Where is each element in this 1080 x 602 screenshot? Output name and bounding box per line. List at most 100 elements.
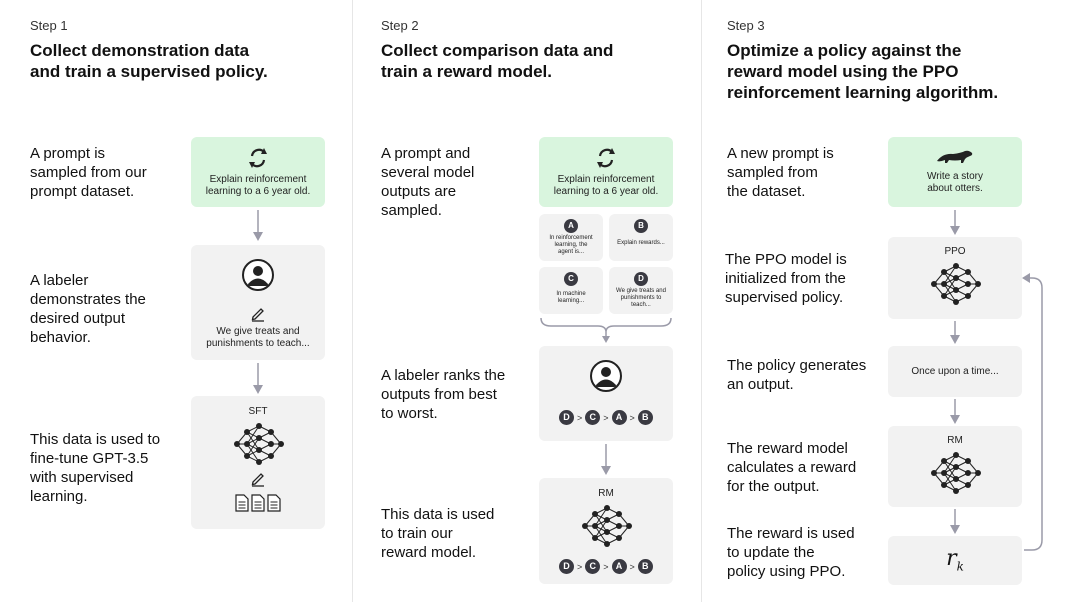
neural-net-icon bbox=[930, 451, 982, 495]
rank-separator: > bbox=[603, 561, 609, 572]
desc-line: several model bbox=[381, 164, 475, 181]
otter-icon bbox=[937, 150, 973, 163]
step1-prompt-box: Explain reinforcement learning to a 6 ye… bbox=[191, 137, 325, 207]
step3-desc-reward: The reward model calculates a reward for… bbox=[727, 439, 856, 496]
ranking-row: D > C > A > B bbox=[559, 559, 653, 574]
desc-line: sampled from bbox=[727, 164, 818, 181]
arrow-down bbox=[950, 399, 960, 424]
desc-line: with supervised bbox=[30, 469, 134, 486]
desc-line: outputs from best bbox=[381, 386, 497, 403]
desc-line: demonstrates the bbox=[30, 291, 146, 308]
prompt-text: Explain reinforcement learning to a 6 ye… bbox=[191, 174, 325, 198]
output-line: punishments to bbox=[620, 295, 662, 301]
prompt-line: Write a story bbox=[927, 171, 983, 182]
desc-line: The reward is used bbox=[727, 525, 855, 542]
user-avatar-icon bbox=[242, 259, 274, 291]
arrow-down bbox=[601, 444, 611, 475]
step1-sft-box: SFT bbox=[191, 396, 325, 529]
desc-line: A labeler ranks the bbox=[381, 367, 506, 384]
desc-line: desired output bbox=[30, 310, 126, 327]
desc-line: calculates a reward bbox=[727, 459, 857, 476]
step3-column: Step 3 Optimize a policy against the rew… bbox=[701, 0, 1080, 602]
prompt-line: Explain reinforcement bbox=[557, 174, 655, 185]
step1-desc-labeler: A labeler demonstrates the desired outpu… bbox=[30, 271, 146, 347]
step3-output-box: Once upon a time... bbox=[888, 346, 1022, 397]
rank-badge: B bbox=[637, 559, 653, 574]
output-card-d: D We give treats and punishments to teac… bbox=[609, 267, 673, 314]
model-label-rm: RM bbox=[947, 435, 963, 446]
step2-desc-train: This data is used to train our reward mo… bbox=[381, 505, 494, 562]
prompt-line: about otters. bbox=[927, 183, 983, 194]
output-text: We give treats and punishments to teach.… bbox=[611, 288, 671, 309]
arrow-down bbox=[253, 210, 263, 241]
reward-subscript: k bbox=[956, 559, 964, 574]
step3-desc-update: The reward is used to update the policy … bbox=[727, 524, 855, 581]
rank-separator: > bbox=[629, 412, 635, 423]
rank-badge: C bbox=[585, 559, 601, 574]
rank-badge: A bbox=[611, 410, 627, 425]
model-label-sft: SFT bbox=[248, 406, 268, 417]
desc-line: learning. bbox=[30, 488, 88, 505]
step3-desc-prompt: A new prompt is sampled from the dataset… bbox=[727, 144, 834, 201]
step3-reward-box: rk bbox=[888, 536, 1022, 585]
output-badge: A bbox=[564, 219, 578, 233]
desc-line: This data is used to bbox=[30, 431, 161, 448]
step2-title-line: train a reward model. bbox=[381, 62, 552, 81]
step3-prompt-box: Write a story about otters. bbox=[888, 137, 1022, 207]
output-text: In reinforcement learning, the agent is.… bbox=[541, 235, 601, 256]
column-divider bbox=[701, 0, 702, 602]
output-line: learning, the bbox=[554, 242, 588, 248]
user-avatar-icon bbox=[590, 360, 622, 392]
step2-title: Collect comparison data and train a rewa… bbox=[381, 40, 691, 82]
demo-line: punishments to teach... bbox=[206, 338, 310, 349]
arrow-down bbox=[253, 363, 263, 394]
step3-title-line: reinforcement learning algorithm. bbox=[727, 83, 999, 102]
rank-badge: D bbox=[559, 410, 574, 425]
desc-line: The PPO model is bbox=[725, 251, 847, 268]
step2-title-line: Collect comparison data and bbox=[381, 41, 614, 60]
desc-line: sampled from our bbox=[30, 164, 147, 181]
pencil-icon bbox=[251, 473, 265, 487]
step3-desc-ppo: The PPO model is initialized from the su… bbox=[725, 250, 847, 307]
documents-icon bbox=[235, 494, 281, 512]
rank-badge: B bbox=[637, 410, 653, 425]
desc-line: A prompt and bbox=[381, 145, 471, 162]
output-line: learning... bbox=[557, 298, 585, 304]
bracket-arrow bbox=[540, 317, 672, 343]
demo-text: We give treats and punishments to teach.… bbox=[191, 326, 325, 350]
rank-separator: > bbox=[577, 561, 583, 572]
step2-desc-prompt: A prompt and several model outputs are s… bbox=[381, 144, 474, 220]
output-line: We give treats and bbox=[616, 288, 666, 294]
rank-separator: > bbox=[629, 561, 635, 572]
arrow-down bbox=[950, 509, 960, 534]
reward-rk: rk bbox=[888, 546, 1022, 573]
step3-ppo-box: PPO bbox=[888, 237, 1022, 319]
arrow-down bbox=[950, 210, 960, 235]
step1-title-line: Collect demonstration data bbox=[30, 41, 250, 60]
desc-line: to worst. bbox=[381, 405, 438, 422]
desc-line: reward model. bbox=[381, 544, 477, 561]
rank-separator: > bbox=[577, 412, 583, 423]
step3-title-line: Optimize a policy against the bbox=[727, 41, 962, 60]
step2-prompt-box: Explain reinforcement learning to a 6 ye… bbox=[539, 137, 673, 207]
desc-line: A prompt is bbox=[30, 145, 106, 162]
output-badge: D bbox=[634, 272, 648, 286]
output-text: Explain rewards... bbox=[611, 240, 671, 247]
desc-line: initialized from the bbox=[725, 270, 846, 287]
column-divider bbox=[352, 0, 353, 602]
output-badge: B bbox=[634, 219, 648, 233]
step1-desc-prompt: A prompt is sampled from our prompt data… bbox=[30, 144, 147, 201]
model-label-rm: RM bbox=[598, 488, 614, 499]
output-card-a: A In reinforcement learning, the agent i… bbox=[539, 214, 603, 261]
desc-line: an output. bbox=[727, 376, 794, 393]
step3-rm-box: RM bbox=[888, 426, 1022, 507]
step2-desc-ranker: A labeler ranks the outputs from best to… bbox=[381, 366, 505, 423]
output-card-c: C In machine learning... bbox=[539, 267, 603, 314]
step1-title-line: and train a supervised policy. bbox=[30, 62, 268, 81]
model-label-ppo: PPO bbox=[944, 246, 966, 257]
step1-number: Step 1 bbox=[30, 18, 68, 33]
step1-column: Step 1 Collect demonstration data and tr… bbox=[0, 0, 352, 602]
desc-line: fine-tune GPT-3.5 bbox=[30, 450, 149, 467]
policy-output-text: Once upon a time... bbox=[911, 366, 999, 377]
desc-line: A new prompt is bbox=[727, 145, 834, 162]
